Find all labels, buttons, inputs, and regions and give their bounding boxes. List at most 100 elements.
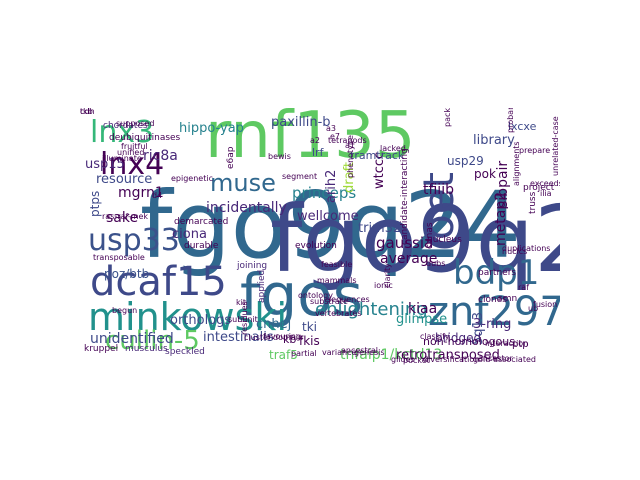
word-supposed: supposed: [116, 119, 155, 128]
word-pok: pok: [474, 167, 496, 181]
word-project: project: [523, 183, 555, 193]
word-raf: raf: [518, 283, 530, 292]
word-arih2: arih2: [324, 169, 339, 203]
word-kiaa: kiaa: [408, 301, 438, 317]
word-wellcome: wellcome: [297, 209, 359, 224]
word-ancestor: ancestor: [478, 354, 513, 363]
word-tnfaip1-kctd13: tnfaip1/kctd13: [340, 347, 443, 363]
word-feasible: feasible: [321, 260, 353, 269]
word-sibpair: sibpair: [495, 160, 511, 208]
word-incidentally: incidentally: [206, 200, 287, 216]
word-trim32: trim32: [358, 221, 402, 236]
word-lxcxe: lxcxe: [508, 120, 537, 133]
word-sequences: sequences: [327, 295, 370, 304]
word-durable: durable: [184, 241, 219, 251]
word-library: library: [473, 133, 515, 148]
word-paxillin-b: paxillin-b: [271, 115, 331, 130]
word-tkb: tkb: [80, 108, 93, 116]
word-fgo9q24: fgo9q24: [270, 186, 560, 293]
word-rnf135: rnf135: [205, 108, 416, 173]
word-cluster: cluster: [244, 333, 272, 342]
word-favouring: favouring: [263, 332, 302, 341]
word-glides: glides: [391, 355, 415, 364]
word-transposable: transposable: [93, 253, 145, 262]
word-chordates: chordates: [103, 121, 148, 131]
word-musculus: musculus: [125, 344, 168, 354]
word-enlightening: enlightening: [315, 299, 428, 320]
word-partial: partial: [291, 349, 317, 358]
word-truss: truss: [528, 191, 538, 214]
word-retrotransposed: retrotransposed: [396, 348, 500, 363]
word-illuminate: illuminate: [102, 154, 142, 163]
word-epigenetic: epigenetic: [171, 174, 213, 183]
word-nucleus: nucleus: [427, 235, 462, 245]
word-fgo9q24: fgo9q24: [140, 172, 522, 279]
word-probands: probands: [506, 108, 515, 133]
word-speckled: speckled: [165, 347, 205, 357]
word-fgos: fgos: [240, 261, 363, 329]
word-fkis: fkis: [299, 334, 320, 348]
word-a2: a2: [310, 136, 320, 145]
word-intestinalis: intestinalis: [203, 330, 274, 345]
word-minkowski: minkowski: [88, 295, 287, 339]
word-unrelated-case: unrelated-case: [551, 116, 560, 176]
word-lacked: lacked: [380, 144, 406, 153]
word-domain: domain: [273, 333, 303, 342]
word-variance: variance: [322, 348, 357, 357]
word-deubiquitinases: deubiquitinases: [109, 133, 181, 143]
word-dcaf15: dcaf15: [90, 259, 227, 305]
word-smn: smn: [498, 294, 518, 304]
word-ciona: ciona: [172, 227, 207, 242]
word-ilia: ilia: [540, 189, 552, 198]
word-fruitful: fruitful: [121, 142, 148, 151]
word-3-ring: 3-ring: [473, 317, 512, 332]
word-partners: partners: [478, 268, 517, 278]
word-evolution: evolution: [295, 241, 337, 251]
word-unified: unified: [117, 148, 145, 157]
word-ub: ub: [528, 304, 539, 313]
word-a1: a1: [345, 141, 355, 150]
word-pocket: pocket: [403, 356, 430, 365]
word-clones: clones: [478, 295, 507, 305]
word-a3: a3: [326, 124, 336, 133]
word-hippo-yap: hippo-yap: [179, 121, 244, 136]
word-ionic: ionic: [374, 281, 393, 290]
word-vertebrates: vertebrates: [315, 309, 362, 318]
word-ptps: ptps: [88, 190, 102, 217]
word-gold-associated: gold-associated: [473, 355, 536, 364]
word-prepare: prepare: [519, 146, 551, 155]
word-clarity: clarity: [383, 263, 392, 288]
word-usp33: usp33: [88, 223, 180, 258]
word-cnhej: cnhej: [256, 317, 292, 332]
word-lrf: lrf: [312, 146, 324, 159]
word-bewis: bewis: [268, 152, 291, 161]
word-cdh: cdh: [80, 108, 95, 116]
word-tetrapods: tetrapods: [328, 136, 367, 145]
word-ras-raf-mek: ras-raf-mek: [102, 212, 149, 221]
word-princeps: princeps: [292, 184, 357, 202]
word-traf5: traf5: [269, 348, 298, 362]
word-kit: kit: [236, 298, 246, 307]
word-ontology: ontology: [298, 291, 333, 300]
word-bdp1: bdp1: [453, 253, 540, 293]
word-duplications: duplications: [502, 244, 551, 253]
word-lnx3: lnx3: [90, 115, 155, 150]
word-muse: muse: [210, 169, 276, 197]
word-glimpse: glimpse: [396, 312, 448, 327]
word-cdnas: cdnas: [425, 222, 435, 249]
word-tramtrack: tramtrack: [350, 149, 405, 162]
word-kb: kb: [283, 333, 297, 346]
word-exceeds: exceeds: [530, 179, 560, 188]
word-ancestral: ancestral: [341, 346, 379, 355]
word-dubs: dubs: [426, 259, 446, 268]
word-substrate: substrate: [310, 297, 348, 306]
word-lnx4: lnx4: [100, 147, 165, 182]
word-candidate-interacting: candidate-interacting: [400, 148, 410, 245]
word-usp15: usp15: [85, 157, 125, 172]
word-non-homologous: non-homologous: [423, 335, 515, 348]
word-tfiiib: tfiiib: [423, 182, 454, 198]
word-ptp: ptp: [512, 339, 529, 350]
word-d4: d4: [152, 191, 163, 200]
word-cloud: fgo9q24fgo9q24rnf135fgosminkowskiznf297b…: [80, 108, 560, 372]
word-begun: begun: [112, 306, 138, 315]
